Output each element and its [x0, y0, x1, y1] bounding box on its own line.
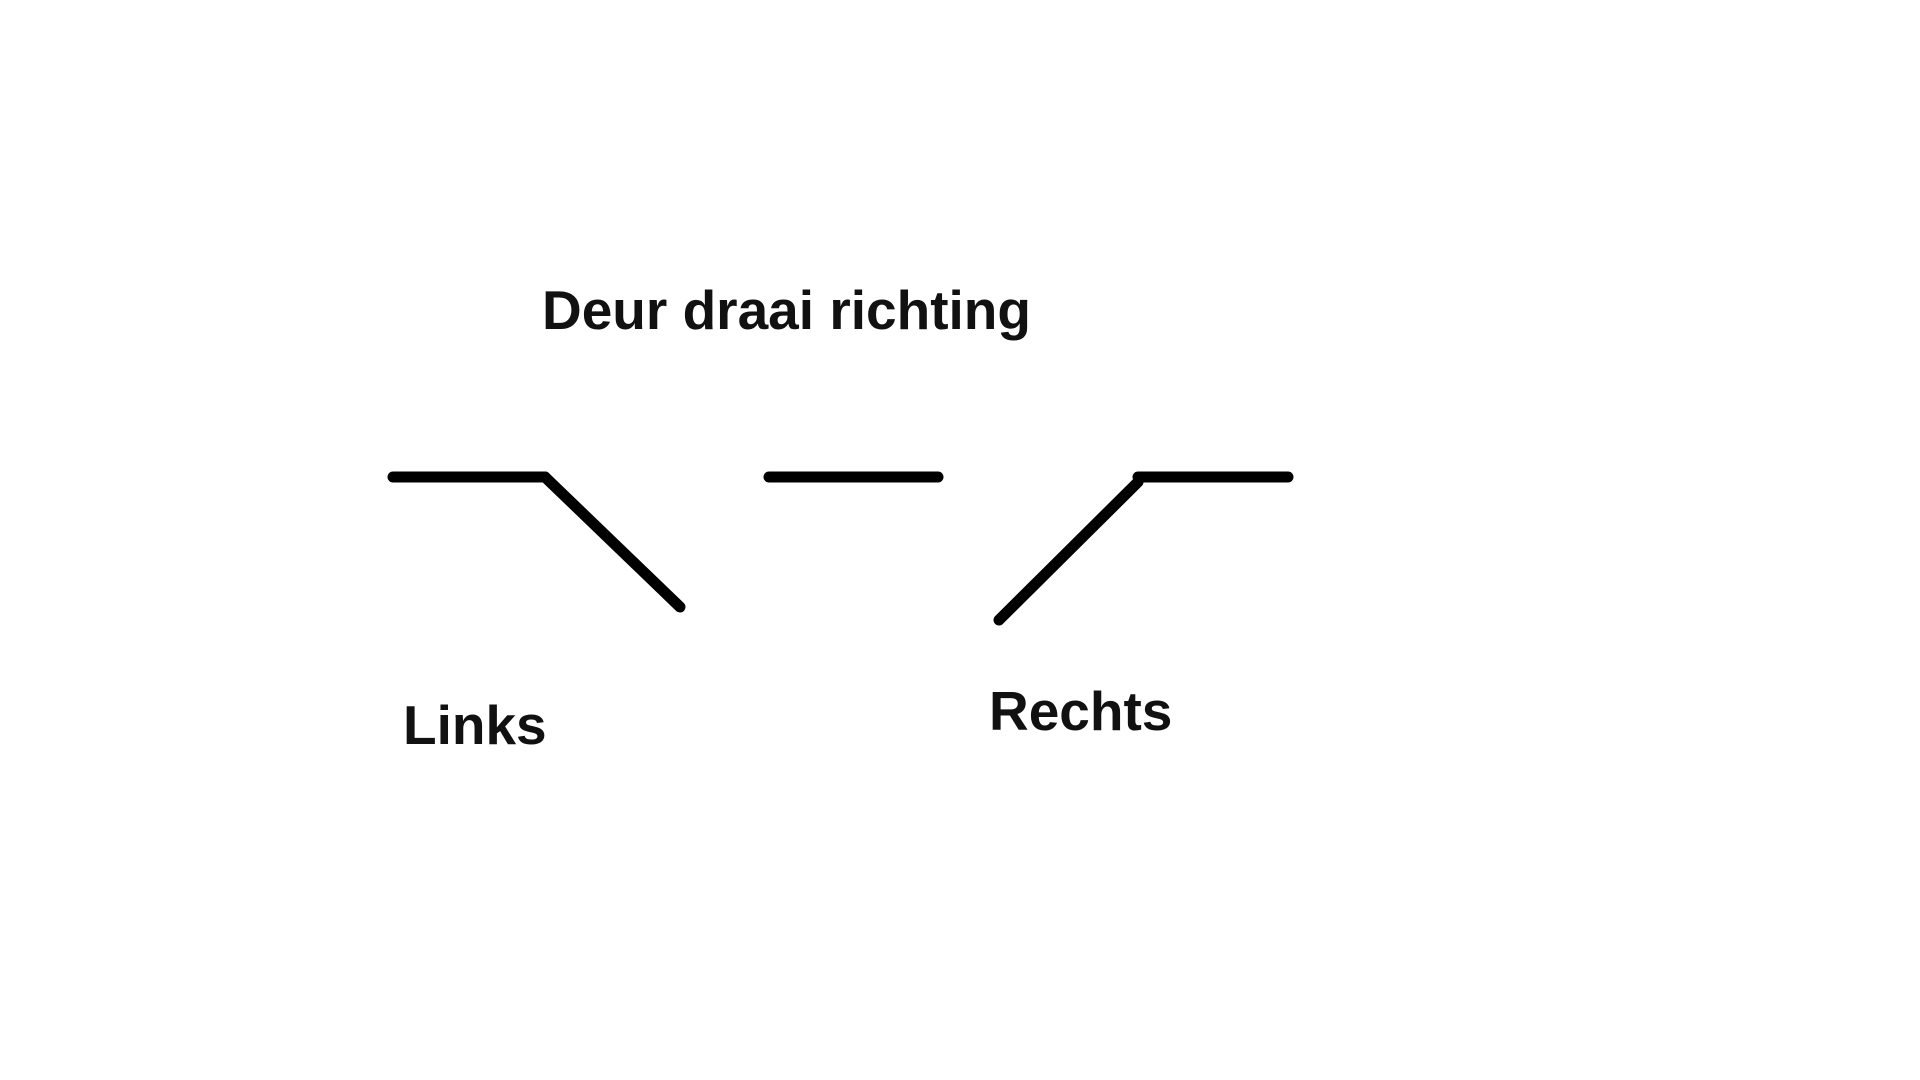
right-door-symbol [993, 471, 1294, 626]
right-swing-label: Rechts [989, 680, 1173, 742]
left-door-symbol [387, 471, 686, 613]
diagram-title: Deur draai richting [542, 279, 1031, 341]
left-door-leaf-line [539, 471, 686, 613]
left-swing-label: Links [403, 694, 547, 756]
right-door-leaf-line [993, 476, 1144, 626]
